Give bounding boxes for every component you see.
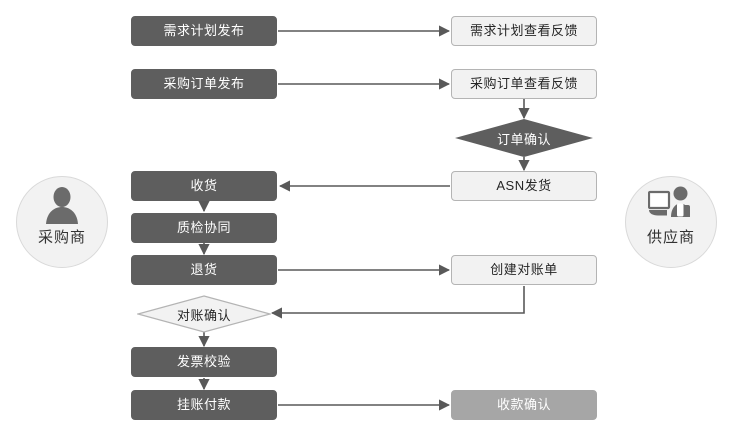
actor-buyer[interactable]: 采购商 (16, 176, 108, 268)
node-label: 挂账付款 (176, 396, 231, 412)
node-return-goods[interactable]: 退货 (131, 255, 277, 285)
node-label: 采购订单发布 (163, 75, 245, 91)
actor-supplier-label: 供应商 (646, 229, 695, 246)
node-label: 对账确认 (176, 307, 231, 323)
node-po-publish[interactable]: 采购订单发布 (131, 69, 277, 99)
node-label: 需求计划发布 (163, 22, 245, 38)
node-label: 退货 (190, 261, 218, 277)
node-po-review[interactable]: 采购订单查看反馈 (451, 69, 597, 99)
node-label: 采购订单查看反馈 (469, 75, 578, 91)
node-label: 创建对账单 (490, 261, 558, 277)
actor-supplier[interactable]: 供应商 (625, 176, 717, 268)
node-demand-plan-review[interactable]: 需求计划查看反馈 (451, 16, 597, 46)
node-invoice-verify[interactable]: 发票校验 (131, 347, 277, 377)
node-receipt-confirm[interactable]: 收款确认 (451, 390, 597, 420)
node-qc-collab[interactable]: 质检协同 (131, 213, 277, 243)
node-label: 收款确认 (496, 396, 551, 412)
person-icon (39, 186, 85, 224)
edge-create-statement-to-statement-confirm (270, 286, 525, 319)
node-asn-ship[interactable]: ASN发货 (451, 171, 597, 201)
node-create-statement[interactable]: 创建对账单 (451, 255, 597, 285)
node-order-confirm[interactable]: 订单确认 (455, 119, 593, 157)
node-label: 发票校验 (176, 353, 231, 369)
node-goods-receipt[interactable]: 收货 (131, 171, 277, 201)
node-demand-plan-publish[interactable]: 需求计划发布 (131, 16, 277, 46)
node-statement-confirm[interactable]: 对账确认 (135, 295, 273, 333)
node-label: 收货 (190, 177, 218, 193)
node-label: ASN发货 (496, 177, 552, 193)
node-payment-posting[interactable]: 挂账付款 (131, 390, 277, 420)
node-label: 需求计划查看反馈 (469, 22, 578, 38)
node-label: 订单确认 (496, 131, 551, 147)
node-label: 质检协同 (176, 219, 231, 235)
actor-buyer-label: 采购商 (37, 229, 86, 246)
person-at-computer-icon (648, 186, 694, 224)
